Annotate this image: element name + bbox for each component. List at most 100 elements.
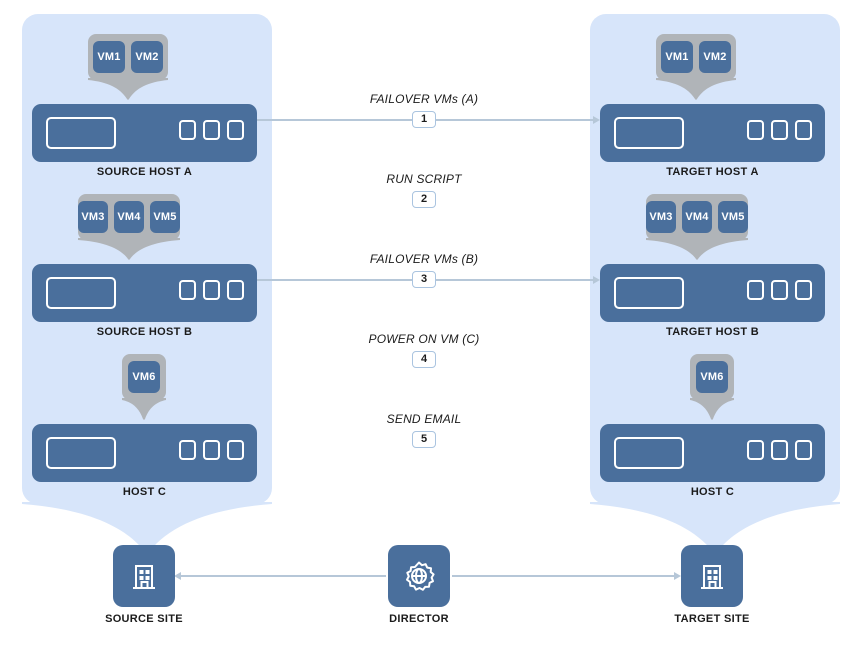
connector-arrow-step-3: [593, 276, 600, 284]
host-screen-icon: [614, 437, 684, 469]
vm-tile[interactable]: VM4: [682, 201, 712, 233]
host-drive-bays: [179, 280, 244, 300]
host-bay-icon: [747, 280, 764, 300]
step-label: POWER ON VM (C): [368, 332, 480, 346]
connector-arrow-source-site: [174, 572, 181, 580]
step-4: POWER ON VM (C) 4: [304, 332, 544, 368]
vm-tile[interactable]: VM1: [93, 41, 125, 73]
host-target-host-a[interactable]: TARGET HOST A: [600, 104, 825, 178]
vm-tile[interactable]: VM4: [114, 201, 144, 233]
host-label: HOST C: [690, 486, 735, 498]
vm-group-target-host-c: VM6: [690, 354, 734, 420]
vm-tile[interactable]: VM5: [718, 201, 748, 233]
vm-list: VM6: [122, 354, 166, 400]
step-2: RUN SCRIPT 2: [304, 172, 544, 208]
vm-group-tail: [122, 398, 166, 420]
host-bay-icon: [795, 280, 812, 300]
building-icon: [681, 545, 743, 607]
vm-group-target-host-b: VM3 VM4 VM5: [646, 194, 748, 260]
host-label: TARGET HOST B: [666, 326, 759, 338]
host-bay-icon: [771, 120, 788, 140]
step-3: FAILOVER VMs (B) 3: [304, 252, 544, 288]
vm-tile[interactable]: VM6: [696, 361, 728, 393]
host-bay-icon: [795, 120, 812, 140]
director-node[interactable]: DIRECTOR: [388, 545, 450, 625]
connector-director-to-source: [181, 575, 386, 577]
connector-arrow-target-site: [674, 572, 681, 580]
step-badge[interactable]: 3: [412, 271, 436, 288]
host-bay-icon: [747, 440, 764, 460]
vm-group-tail: [78, 238, 180, 260]
target-site-panel: VM1 VM2 TARGET HOST A VM3 VM4 VM5: [590, 14, 840, 554]
step-label: FAILOVER VMs (A): [369, 92, 479, 106]
host-bay-icon: [795, 440, 812, 460]
host-bay-icon: [747, 120, 764, 140]
vm-tile[interactable]: VM5: [150, 201, 180, 233]
host-bay-icon: [227, 440, 244, 460]
host-label: SOURCE HOST A: [96, 166, 193, 178]
host-label: TARGET HOST A: [666, 166, 759, 178]
vm-tile[interactable]: VM1: [661, 41, 693, 73]
host-source-host-b[interactable]: SOURCE HOST B: [32, 264, 257, 338]
step-badge[interactable]: 1: [412, 111, 436, 128]
host-bay-icon: [203, 280, 220, 300]
source-site-node[interactable]: SOURCE SITE: [105, 545, 183, 625]
host-target-host-b[interactable]: TARGET HOST B: [600, 264, 825, 338]
vm-list: VM3 VM4 VM5: [646, 194, 748, 240]
host-source-host-a[interactable]: SOURCE HOST A: [32, 104, 257, 178]
building-icon: [113, 545, 175, 607]
host-bay-icon: [771, 280, 788, 300]
site-icon-background: [113, 545, 175, 607]
site-label: SOURCE SITE: [105, 613, 183, 625]
host-bay-icon: [227, 280, 244, 300]
vm-tile[interactable]: VM2: [699, 41, 731, 73]
site-icon-background: [681, 545, 743, 607]
connector-arrow-step-1: [593, 116, 600, 124]
site-label: TARGET SITE: [674, 613, 750, 625]
vm-list: VM1 VM2: [656, 34, 736, 80]
step-badge[interactable]: 2: [412, 191, 436, 208]
director-label: DIRECTOR: [389, 613, 449, 625]
vm-group-target-host-a: VM1 VM2: [656, 34, 736, 100]
host-bay-icon: [227, 120, 244, 140]
step-badge[interactable]: 4: [412, 351, 436, 368]
vm-tile[interactable]: VM3: [646, 201, 676, 233]
host-bay-icon: [771, 440, 788, 460]
panel-background: [22, 14, 272, 504]
host-bay-icon: [179, 440, 196, 460]
host-screen-icon: [46, 117, 116, 149]
host-bay-icon: [179, 280, 196, 300]
host-drive-bays: [179, 120, 244, 140]
panel-tail-target: [590, 502, 840, 554]
step-label: RUN SCRIPT: [386, 172, 462, 186]
host-drive-bays: [747, 440, 812, 460]
panel-tail-source: [22, 502, 272, 554]
vm-group-tail: [690, 398, 734, 420]
vm-group-tail: [88, 78, 168, 100]
vm-list: VM6: [690, 354, 734, 400]
step-label: FAILOVER VMs (B): [369, 252, 479, 266]
host-screen-icon: [614, 117, 684, 149]
step-1: FAILOVER VMs (A) 1: [304, 92, 544, 128]
vm-tile[interactable]: VM6: [128, 361, 160, 393]
source-site-panel: VM1 VM2 SOURCE HOST A VM3 VM4 VM5: [22, 14, 272, 554]
connector-director-to-target: [452, 575, 674, 577]
vm-group-tail: [656, 78, 736, 100]
target-site-node[interactable]: TARGET SITE: [674, 545, 749, 625]
step-badge[interactable]: 5: [412, 431, 436, 448]
vm-group-source-host-c: VM6: [122, 354, 166, 420]
host-target-host-c[interactable]: HOST C: [600, 424, 825, 498]
vm-tile[interactable]: VM3: [78, 201, 108, 233]
host-source-host-c[interactable]: HOST C: [32, 424, 257, 498]
vm-tile[interactable]: VM2: [131, 41, 163, 73]
step-label: SEND EMAIL: [386, 412, 462, 426]
host-screen-icon: [614, 277, 684, 309]
host-label: SOURCE HOST B: [96, 326, 193, 338]
host-drive-bays: [179, 440, 244, 460]
host-bay-icon: [203, 120, 220, 140]
host-bay-icon: [179, 120, 196, 140]
vm-group-source-host-b: VM3 VM4 VM5: [78, 194, 180, 260]
vm-group-tail: [646, 238, 748, 260]
host-label: HOST C: [122, 486, 167, 498]
